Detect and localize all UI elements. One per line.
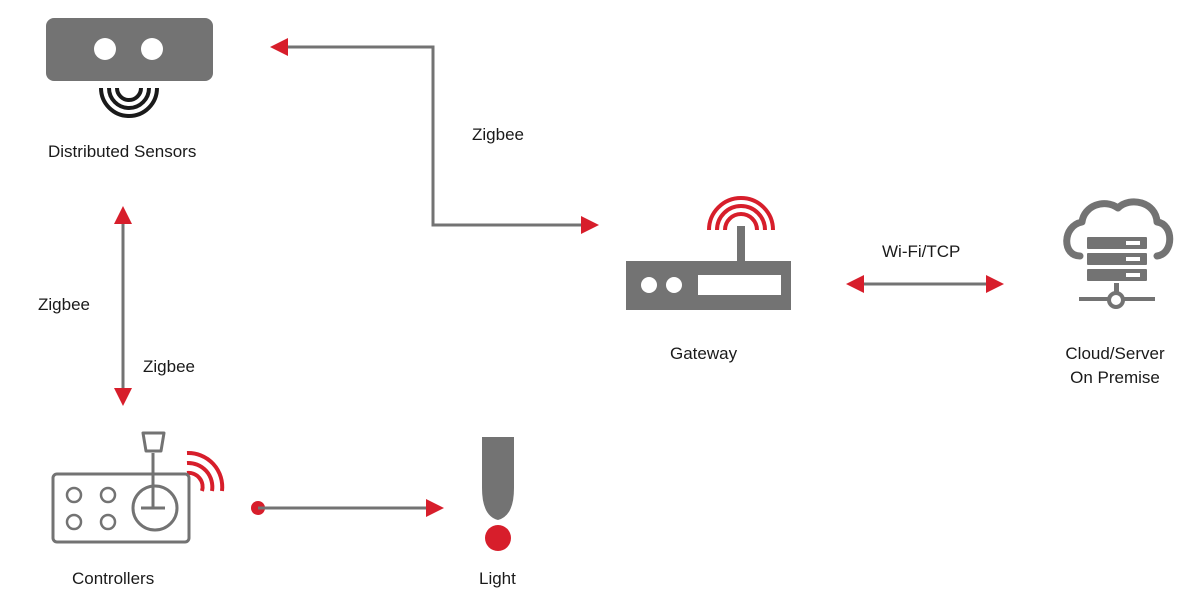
distributed-sensors-label: Distributed Sensors bbox=[48, 142, 197, 161]
cloud-server-label-line1: Cloud/Server bbox=[1065, 344, 1165, 363]
light-label: Light bbox=[479, 569, 516, 588]
controllers-label: Controllers bbox=[72, 569, 155, 588]
gateway-label: Gateway bbox=[670, 344, 738, 363]
wifi-tcp-label: Wi-Fi/TCP bbox=[882, 242, 961, 261]
zigbee-label-sensors-gateway: Zigbee bbox=[472, 125, 524, 144]
sensors-controllers-link bbox=[114, 206, 132, 406]
router-icon bbox=[626, 196, 791, 310]
gateway-cloud-link bbox=[846, 275, 1004, 293]
light-icon bbox=[482, 437, 514, 551]
cloud-server-label: Cloud/Server On Premise bbox=[1045, 342, 1185, 390]
arrowhead-left bbox=[270, 38, 288, 56]
arrowhead-left bbox=[846, 275, 864, 293]
arrowhead-down bbox=[114, 388, 132, 406]
controller-icon bbox=[51, 431, 225, 544]
cloud-server-icon bbox=[1063, 198, 1174, 309]
arrowhead-up bbox=[114, 206, 132, 224]
arrowhead-right bbox=[426, 499, 444, 517]
sensor-icon bbox=[46, 18, 213, 118]
controllers-light-link bbox=[251, 499, 444, 517]
cloud-server-label-line2: On Premise bbox=[1070, 368, 1160, 387]
arrowhead-right bbox=[581, 216, 599, 234]
zigbee-label-right: Zigbee bbox=[143, 357, 195, 376]
zigbee-label-left: Zigbee bbox=[38, 295, 90, 314]
sensors-gateway-link bbox=[270, 38, 599, 234]
arrowhead-right bbox=[986, 275, 1004, 293]
